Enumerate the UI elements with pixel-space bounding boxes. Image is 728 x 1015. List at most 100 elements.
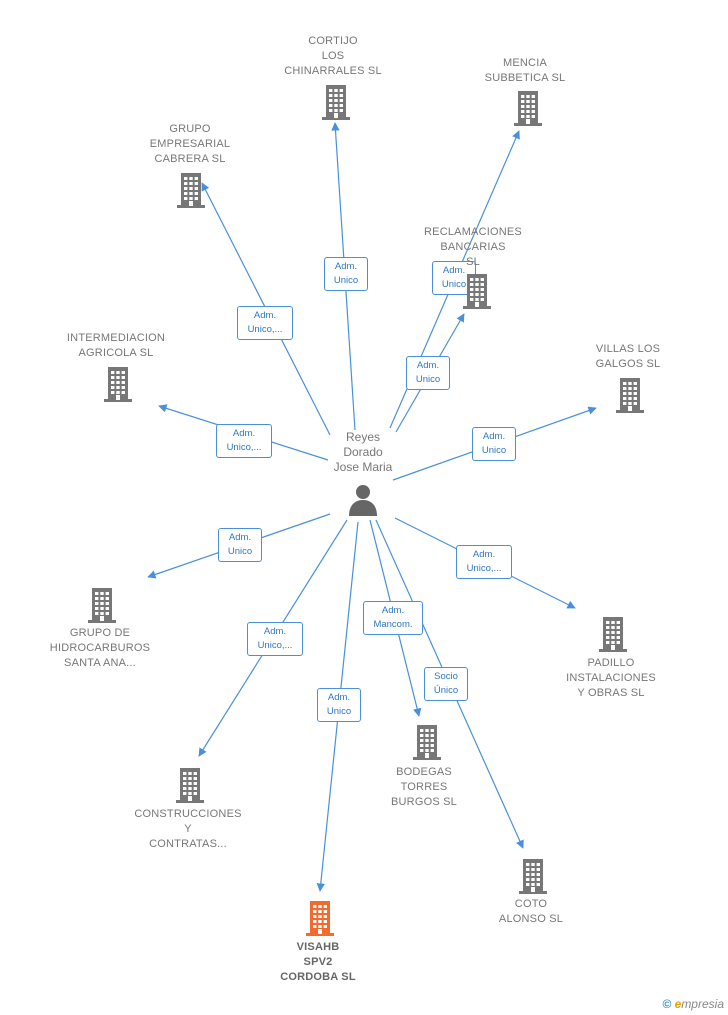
company-name-line: BODEGAS — [396, 766, 452, 778]
company-name-line: SL — [466, 256, 480, 268]
role-label-line: Adm. — [472, 549, 496, 560]
role-label-line: Unico — [326, 706, 352, 717]
person-icon[interactable] — [346, 483, 380, 517]
role-label-line: Adm. — [416, 360, 440, 371]
role-label-line: Unico — [415, 374, 441, 385]
building-icon-highlighted[interactable] — [303, 900, 337, 936]
company-name-construcciones[interactable]: CONSTRUCCIONES Y CONTRATAS... — [113, 807, 263, 852]
company-name-mencia[interactable]: MENCIA SUBBETICA SL — [450, 56, 600, 86]
company-name-line: GRUPO — [169, 123, 211, 135]
company-name-line: ALONSO SL — [498, 913, 564, 925]
company-name-grupo-cabrera[interactable]: GRUPO EMPRESARIAL CABRERA SL — [115, 122, 265, 167]
company-name-line: BANCARIAS — [440, 241, 506, 253]
company-name-line: GRUPO DE — [69, 627, 131, 639]
role-label-line: Adm. — [253, 310, 277, 321]
company-name-line: Y OBRAS SL — [577, 687, 645, 699]
building-icon[interactable] — [511, 90, 545, 126]
company-name-padillo[interactable]: PADILLO INSTALACIONES Y OBRAS SL — [536, 656, 686, 701]
role-label-line: Unico — [481, 445, 507, 456]
role-label-hidrocarburos[interactable]: Adm. Unico — [218, 528, 262, 562]
role-label-intermediacion[interactable]: Adm. Unico,... — [216, 424, 272, 458]
building-icon[interactable] — [174, 172, 208, 208]
brand-initial: e — [674, 997, 682, 1011]
role-label-line: Unico — [441, 279, 467, 290]
person-name-line: Jose Maria — [333, 460, 393, 474]
company-name-intermediacion[interactable]: INTERMEDIACION AGRICOLA SL — [41, 331, 191, 361]
brand-footer: © empresia — [662, 997, 724, 1011]
company-name-line: HIDROCARBUROS — [49, 642, 151, 654]
building-icon[interactable] — [101, 366, 135, 402]
role-label-reclamaciones[interactable]: Adm. Unico — [406, 356, 450, 390]
role-label-line: Unico,... — [226, 442, 262, 453]
role-label-line: Socio — [434, 671, 458, 682]
role-label-line: Unico,... — [466, 563, 502, 574]
building-icon[interactable] — [410, 724, 444, 760]
company-name-cortijo[interactable]: CORTIJO LOS CHINARRALES SL — [258, 34, 408, 79]
role-label-line: Unico,... — [257, 640, 293, 651]
company-name-villas[interactable]: VILLAS LOS GALGOS SL — [553, 342, 703, 372]
company-name-line: CORDOBA SL — [280, 971, 356, 983]
role-label-line: Adm. — [263, 626, 287, 637]
company-name-line: VILLAS LOS — [595, 343, 661, 355]
role-label-line: Adm. — [327, 692, 351, 703]
company-name-line: AGRICOLA SL — [78, 347, 154, 359]
role-label-line: Adm. — [381, 605, 405, 616]
company-name-line: CONTRATAS... — [149, 838, 227, 850]
company-name-line: BURGOS SL — [391, 796, 457, 808]
company-name-line: INTERMEDIACION — [66, 332, 166, 344]
building-icon[interactable] — [516, 858, 550, 894]
role-label-line: Adm. — [442, 265, 466, 276]
role-label-visahb[interactable]: Adm. Unico — [317, 688, 361, 722]
role-label-villas[interactable]: Adm. Unico — [472, 427, 516, 461]
company-name-line: TORRES — [400, 781, 448, 793]
company-name-line: SPV2 — [303, 956, 333, 968]
building-icon[interactable] — [460, 273, 494, 309]
role-label-cortijo[interactable]: Adm. Unico — [324, 257, 368, 291]
company-name-line: INSTALACIONES — [566, 672, 656, 684]
company-name-line: SANTA ANA... — [64, 657, 136, 669]
role-label-grupo-cabrera[interactable]: Adm. Unico,... — [237, 306, 293, 340]
company-name-line: PADILLO — [587, 657, 635, 669]
building-icon[interactable] — [596, 616, 630, 652]
role-label-line: Adm. — [228, 532, 252, 543]
company-name-bodegas[interactable]: BODEGAS TORRES BURGOS SL — [349, 765, 499, 810]
company-name-reclamaciones[interactable]: RECLAMACIONES BANCARIAS SL — [398, 225, 548, 270]
person-name-line: Reyes — [345, 430, 380, 444]
brand-name: mpresia — [681, 997, 724, 1011]
company-name-line: GALGOS SL — [595, 358, 661, 370]
company-name-line: COTO — [514, 898, 548, 910]
company-name-line: EMPRESARIAL — [149, 138, 231, 150]
company-name-line: CONSTRUCCIONES — [134, 808, 242, 820]
building-icon[interactable] — [613, 377, 647, 413]
role-label-line: Adm. — [482, 431, 506, 442]
company-name-coto[interactable]: COTO ALONSO SL — [456, 897, 606, 927]
company-name-line: CABRERA SL — [154, 153, 226, 165]
role-label-line: Adm. — [232, 428, 256, 439]
company-name-line: MENCIA — [503, 57, 547, 69]
role-label-line: Único — [433, 685, 459, 696]
company-name-line: Y — [184, 823, 192, 835]
company-name-hidrocarburos[interactable]: GRUPO DE HIDROCARBUROS SANTA ANA... — [25, 626, 175, 671]
role-label-bodegas[interactable]: Adm. Mancom. — [363, 601, 423, 635]
role-label-padillo[interactable]: Adm. Unico,... — [456, 545, 512, 579]
building-icon[interactable] — [85, 587, 119, 623]
company-name-line: CHINARRALES SL — [284, 65, 382, 77]
company-name-line: VISAHB — [296, 941, 340, 953]
building-icon[interactable] — [173, 767, 207, 803]
copyright-symbol: © — [662, 997, 672, 1011]
role-label-line: Adm. — [334, 261, 358, 272]
company-name-line: CORTIJO — [308, 35, 358, 47]
role-label-line: Unico — [227, 546, 253, 557]
company-name-line: RECLAMACIONES — [424, 226, 522, 238]
building-icon[interactable] — [319, 84, 353, 120]
company-name-line: SUBBETICA SL — [484, 72, 566, 84]
role-label-line: Unico — [333, 275, 359, 286]
company-name-line: LOS — [321, 50, 345, 62]
role-label-line: Mancom. — [373, 619, 413, 630]
role-label-construcciones[interactable]: Adm. Unico,... — [247, 622, 303, 656]
person-name-line: Dorado — [343, 445, 383, 459]
role-label-line: Unico,... — [247, 324, 283, 335]
